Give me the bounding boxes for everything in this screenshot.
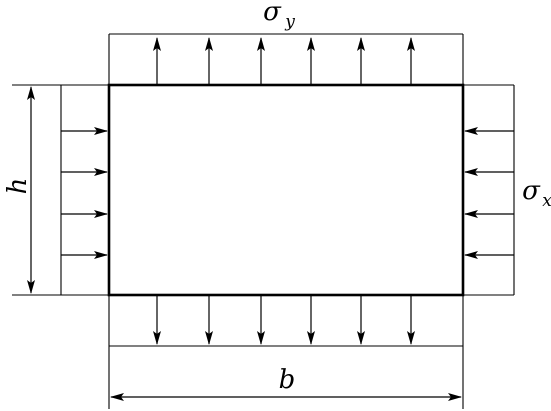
- height-label: h: [3, 178, 33, 195]
- sigma-y-label: σ: [263, 0, 282, 27]
- top-stress-block: [108, 33, 464, 85]
- bottom-stress-block: [108, 295, 464, 347]
- right-stress-block: [463, 84, 515, 296]
- sigma-x-subscript: x: [542, 191, 551, 211]
- sigma-y-subscript: y: [284, 12, 295, 32]
- top-stress-arrows: [153, 37, 415, 85]
- plate: [107, 83, 465, 297]
- width-label: b: [279, 365, 296, 395]
- right-stress-arrows: [464, 127, 514, 259]
- bottom-stress-arrows: [153, 295, 415, 345]
- sigma-x-label: σ: [522, 176, 541, 206]
- left-stress-block: [60, 84, 109, 296]
- left-stress-arrows: [61, 127, 108, 259]
- width-dimension: [108, 346, 464, 409]
- height-dimension: [12, 84, 61, 296]
